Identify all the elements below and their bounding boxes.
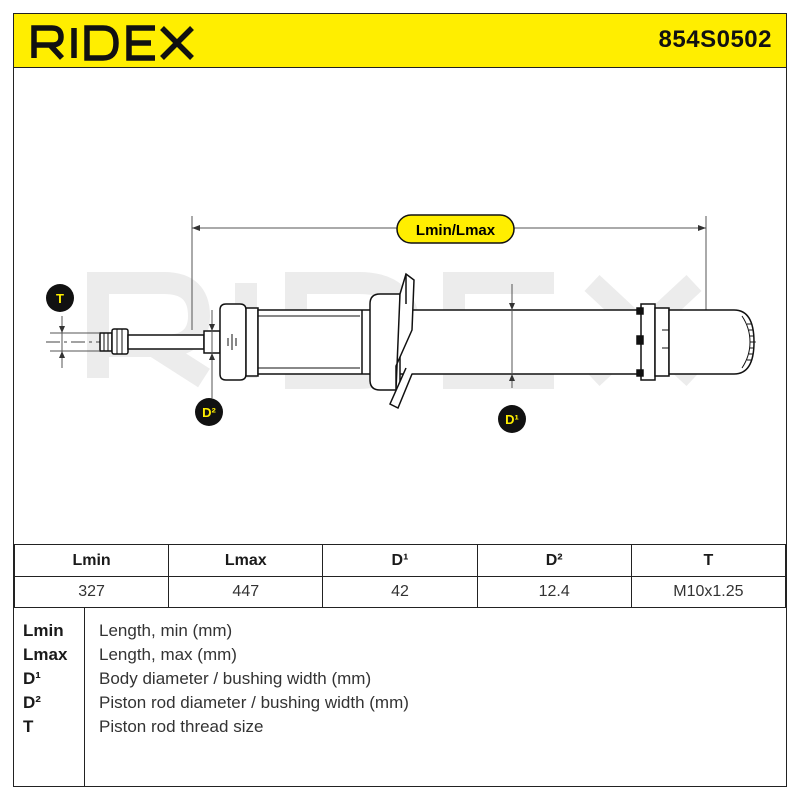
legend-item: Lmin Length, min (mm) [14,621,786,645]
legend-description: Length, min (mm) [99,621,233,640]
lower-bracket [636,303,670,381]
thread-dimension: T [46,284,100,368]
lower-mount-cap [668,309,755,375]
body-badge [498,405,526,433]
thread-badge-label: T [56,291,64,306]
part-number: 854S0502 [658,26,772,53]
legend-description: Length, max (mm) [99,645,237,664]
legend-term: D¹ [23,669,41,688]
spec-table: Lmin Lmax D¹ D² T 327 447 42 12.4 M10x1.… [14,544,786,608]
body-tube [257,309,661,375]
spec-value: M10x1.25 [630,576,786,608]
legend-term: Lmax [23,645,68,664]
top-bushing [219,303,259,381]
spec-value: 12.4 [476,576,632,608]
product-sheet: 854S0502 Lmin/Lmax [13,13,787,787]
legend-description: Body diameter / bushing width (mm) [99,669,372,688]
legend-item: D¹ Body diameter / bushing width (mm) [14,669,786,693]
body-badge-label: D¹ [505,412,519,427]
spring-perch [361,272,415,410]
spec-header: Lmin [14,544,170,577]
ridex-logo [31,25,194,61]
piston-rod [127,330,221,354]
spec-header: D¹ [322,544,478,577]
rod-badge [195,398,223,426]
spec-header: Lmax [168,544,324,577]
legend-item: T Piston rod thread size [14,717,786,741]
length-dimension: Lmin/Lmax [191,214,707,330]
length-label: Lmin/Lmax [416,222,496,239]
legend-term: D² [23,693,41,712]
legend-item: D² Piston rod diameter / bushing width (… [14,693,786,717]
legend: Lmin Length, min (mm) Lmax Length, max (… [14,607,786,786]
shock-absorber-diagram: Lmin/Lmax T D² [46,214,756,433]
body-diameter-dimension: D¹ [498,284,526,433]
legend-item: Lmax Length, max (mm) [14,645,786,669]
spec-value: 447 [168,576,324,608]
rod-diameter-dimension: D² [195,310,223,426]
legend-term: T [23,717,34,736]
legend-description: Piston rod thread size [99,717,264,736]
rod-thread-end [99,328,129,355]
legend-term: Lmin [23,621,64,640]
spec-value: 327 [14,576,170,608]
length-label-pill [396,214,515,244]
spec-header: T [630,544,786,577]
thread-badge [46,284,74,312]
spec-header-row: Lmin Lmax D¹ D² T [14,544,786,577]
legend-description: Piston rod diameter / bushing width (mm) [99,693,409,712]
spec-value-row: 327 447 42 12.4 M10x1.25 [14,576,786,608]
rod-badge-label: D² [202,405,216,420]
legend-divider [84,607,85,786]
header-bar: 854S0502 [14,14,786,68]
spec-header: D² [476,544,632,577]
spec-value: 42 [322,576,478,608]
